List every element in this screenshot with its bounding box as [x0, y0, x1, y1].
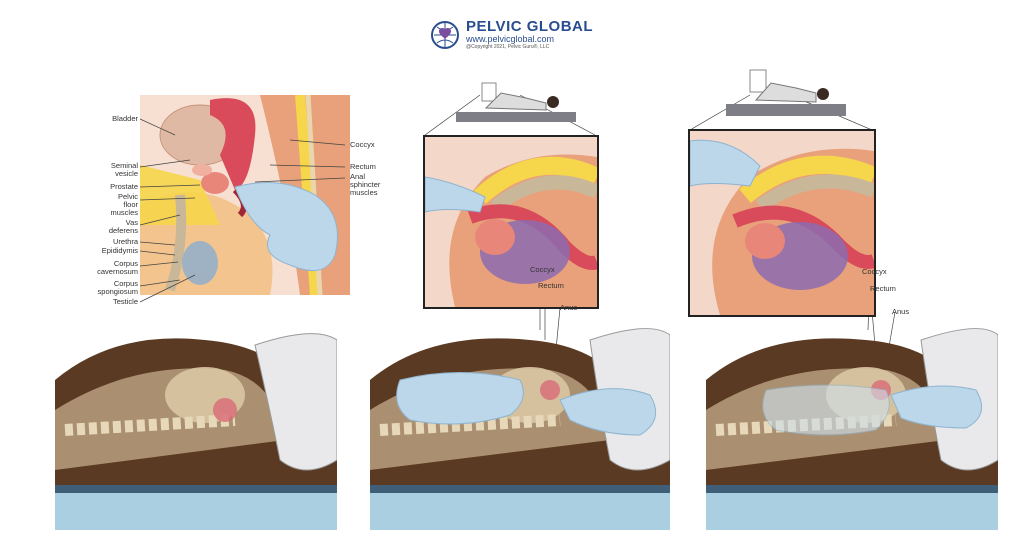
inset-right-label-anus: Anus: [892, 307, 910, 316]
label-epididymis: Epididymis: [101, 246, 138, 255]
label-bladder: Bladder: [112, 114, 138, 123]
label-rectum: Rectum: [350, 162, 376, 171]
label-testicle: Testicle: [112, 297, 138, 306]
sagittal-anatomy-diagram: [140, 95, 350, 295]
label-prostate: Prostate: [110, 182, 138, 191]
label-seminal-vesicle: Seminal vesicle: [110, 161, 138, 178]
globe-logo-icon: [431, 21, 459, 49]
patient-side-view-left: [55, 333, 337, 530]
inset-center-label-rectum: Rectum: [538, 281, 564, 290]
inset-center-label-anus: Anus: [560, 303, 578, 312]
label-pelvic-floor-muscles: Pelvic floor muscles: [110, 192, 138, 217]
logo-url: www.pelvicglobal.com: [466, 34, 555, 44]
inset-center-label-coccyx: Coccyx: [530, 265, 555, 274]
inset-right-label-coccyx: Coccyx: [862, 267, 887, 276]
label-coccyx: Coccyx: [350, 140, 375, 149]
label-urethra: Urethra: [112, 237, 138, 246]
logo-title: PELVIC GLOBAL: [466, 18, 594, 35]
pelvic-global-logo: PELVIC GLOBAL www.pelvicglobal.com @Copy…: [430, 18, 610, 54]
label-anal-sphincter-muscles: Anal sphincter muscles: [350, 172, 381, 197]
logo-copyright: @Copyright 2021, Pelvic Guru®, LLC: [466, 44, 550, 50]
inset-right-label-rectum: Rectum: [870, 284, 896, 293]
patient-side-view-right: [706, 328, 998, 530]
label-corpus-spongiosum: Corpus spongiosum: [97, 279, 138, 296]
patient-pose-thumbnail-center: [456, 82, 576, 122]
patient-pose-thumbnail-right: [726, 69, 846, 116]
label-vas-deferens: Vas deferens: [108, 218, 138, 235]
patient-side-view-center: [370, 328, 670, 530]
inset-sagittal-right: [688, 129, 876, 317]
inset-sagittal-center: [423, 135, 599, 309]
label-corpus-cavernosum: Corpus cavernosum: [97, 259, 138, 276]
